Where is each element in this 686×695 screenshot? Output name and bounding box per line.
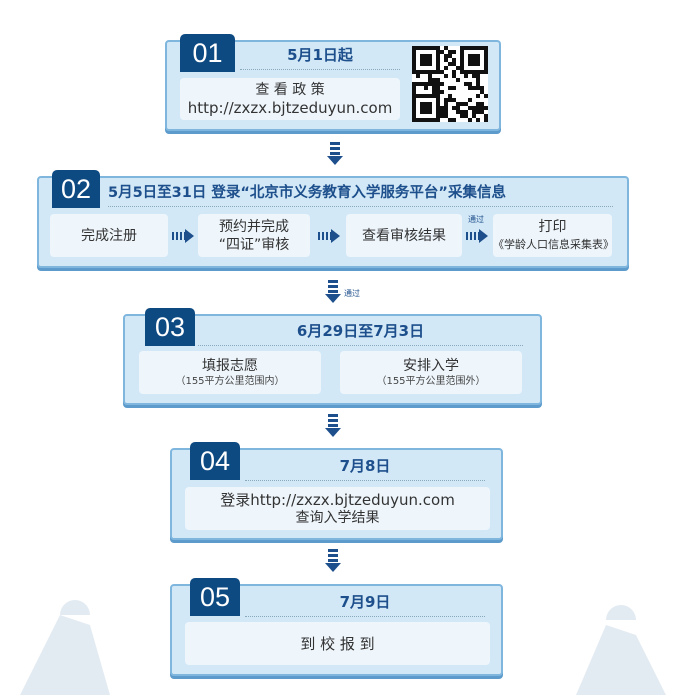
down-arrow-icon [325,414,341,437]
step-number-03: 03 [145,308,195,346]
print-step: 打印《学龄人口信息采集表》 [493,214,614,257]
down-arrow-icon [325,280,341,303]
pass-label: 通过 [468,215,484,224]
login-url-label[interactable]: 登录http://zxzx.bjtzeduyun.com [220,490,455,509]
decorative-figure-left [20,600,110,695]
report-to-school-box: 到 校 报 到 [185,622,490,665]
query-result-label: 查询入学结果 [295,509,380,526]
step-04-title: 7月8日 [245,455,485,481]
step-number-01: 01 [180,34,235,72]
register-step: 完成注册 [50,214,168,257]
print-label: 打印 [538,218,567,235]
decorative-figure-right [576,605,666,695]
fill-preferences-label: 填报志愿 [202,357,258,374]
down-arrow-icon [327,142,343,165]
qr-code [412,46,488,122]
appointment-label: 预约并完成 [219,218,289,235]
step-03-title: 6月29日至7月3日 [198,320,523,346]
right-arrow-icon [318,229,340,243]
appointment-step: 预约并完成“四证”审核 [198,214,310,257]
outside-range-label: （155平方公里范围外） [376,375,486,387]
step-number-05: 05 [190,578,240,616]
register-label: 完成注册 [81,227,137,244]
arrange-enrollment-label: 安排入学 [403,357,459,374]
arrange-enrollment-box: 安排入学（155平方公里范围外） [340,351,522,394]
step-02-title: 5月5日至31日 登录“北京市义务教育入学服务平台”采集信息 [108,181,613,207]
four-certificates-label: “四证”审核 [218,236,290,253]
report-to-school-label: 到 校 报 到 [300,634,375,653]
step-number-04: 04 [190,442,240,480]
step-05-title: 7月9日 [245,591,485,617]
review-result-step: 查看审核结果 [346,214,462,257]
fill-preferences-box: 填报志愿（155平方公里范围内） [139,351,321,394]
right-arrow-icon [172,229,194,243]
down-arrow-icon [325,549,341,572]
step-01-title: 5月1日起 [240,44,400,70]
review-result-label: 查看审核结果 [362,227,446,244]
form-name-label: 《学龄人口信息采集表》 [493,237,614,251]
step-01-policy-box: 查 看 政 策 http://zxzx.bjtzeduyun.com [180,78,400,120]
arrow-pass-label: 通过 [344,289,360,298]
step-number-02: 02 [52,170,100,208]
right-arrow-icon [466,229,488,243]
policy-url[interactable]: http://zxzx.bjtzeduyun.com [187,99,393,117]
within-range-label: （155平方公里范围内） [175,375,285,387]
view-policy-label: 查 看 政 策 [255,82,325,98]
